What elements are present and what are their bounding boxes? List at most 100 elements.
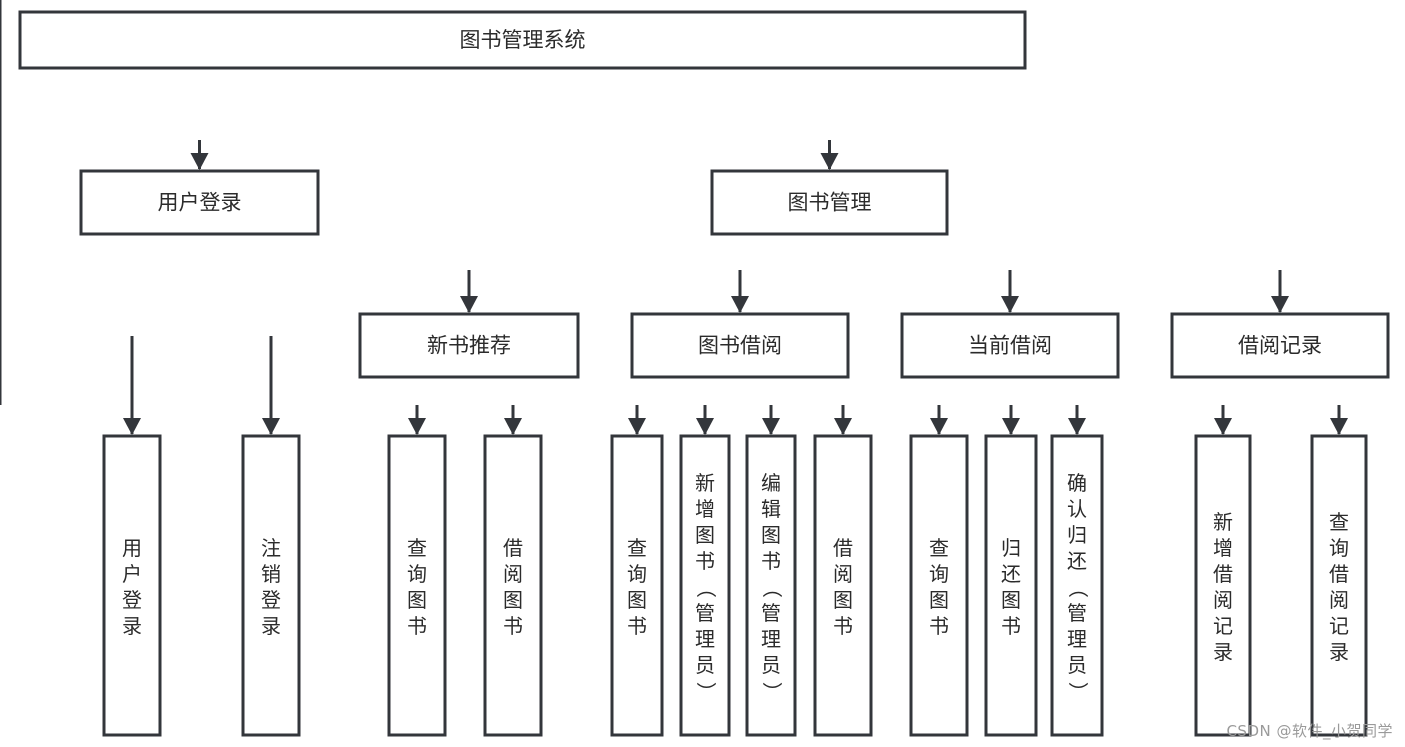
svg-text:图: 图 [1001,588,1021,612]
svg-text:注: 注 [261,536,281,560]
svg-text:书: 书 [1001,614,1021,638]
arrow-head-icon [408,418,426,435]
node-label-current-borrow: 当前借阅 [968,334,1052,358]
svg-text:询: 询 [407,562,427,586]
svg-text:查: 查 [407,536,427,560]
node-box-new-book-recommend[interactable] [358,312,580,379]
svg-text:借: 借 [1329,562,1349,586]
arrow-head-icon [1214,418,1232,435]
svg-text:用: 用 [122,536,142,560]
svg-text:询: 询 [627,562,647,586]
svg-text:登: 登 [261,588,281,612]
node-box-edit-book-admin[interactable] [745,434,797,737]
arrow-head-icon [190,153,209,170]
svg-text:新: 新 [695,471,715,495]
svg-text:（: （ [1066,578,1090,598]
arrow-head-icon [930,418,948,435]
arrow-head-icon [460,296,478,313]
svg-text:登: 登 [122,588,142,612]
svg-text:编: 编 [761,471,781,495]
node-label-layer: 图书管理系统用户登录图书管理用户登录注销登录新书推荐查询图书借阅图书图书借阅查询… [122,28,1349,702]
svg-text:录: 录 [122,614,142,638]
node-box-borrow-book-1[interactable] [483,434,543,737]
node-label-book-borrow: 图书借阅 [698,334,782,358]
connector-layer [0,0,1348,435]
node-box-add-book-admin[interactable] [679,434,731,737]
svg-text:书: 书 [407,614,427,638]
svg-text:）: ） [760,682,784,702]
node-box-query-book-3[interactable] [909,434,969,737]
svg-text:（: （ [694,578,718,598]
svg-text:增: 增 [1213,536,1233,560]
node-box-add-borrow-record[interactable] [1194,434,1252,737]
node-label-root: 图书管理系统 [460,28,586,52]
arrow-head-icon [1068,418,1086,435]
svg-text:图: 图 [627,588,647,612]
node-box-layer [18,10,1390,737]
arrow-head-icon [504,418,522,435]
arrow-head-icon [262,418,280,435]
svg-text:理: 理 [761,627,781,651]
svg-text:借: 借 [503,536,523,560]
node-box-user-login[interactable] [79,169,320,236]
svg-text:图: 图 [407,588,427,612]
svg-text:还: 还 [1067,549,1087,573]
svg-text:新: 新 [1213,510,1233,534]
svg-text:书: 书 [929,614,949,638]
node-box-borrow-book-2[interactable] [813,434,873,737]
arrow-head-icon [762,418,780,435]
node-box-current-borrow[interactable] [900,312,1120,379]
svg-text:员: 员 [1067,653,1087,677]
svg-text:书: 书 [833,614,853,638]
node-box-return-book[interactable] [984,434,1038,737]
svg-text:确: 确 [1067,471,1087,495]
svg-text:认: 认 [1067,497,1087,521]
svg-text:增: 增 [695,497,715,521]
arrow-head-icon [628,418,646,435]
svg-text:理: 理 [1067,627,1087,651]
svg-text:书: 书 [695,549,715,573]
svg-text:员: 员 [761,653,781,677]
arrow-head-icon [123,418,141,435]
svg-text:询: 询 [929,562,949,586]
node-box-user-login-leaf[interactable] [102,434,162,737]
arrow-head-icon [1271,296,1289,313]
svg-text:）: ） [694,682,718,702]
arrow-head-icon [820,153,839,170]
arrow-head-icon [1330,418,1348,435]
svg-text:记: 记 [1329,614,1349,638]
svg-text:图: 图 [695,523,715,547]
svg-text:阅: 阅 [1213,588,1233,612]
svg-text:图: 图 [929,588,949,612]
node-box-user-logout-leaf[interactable] [241,434,301,737]
node-label-new-book-recommend: 新书推荐 [427,334,511,358]
node-box-book-management[interactable] [710,169,949,236]
svg-text:户: 户 [122,562,142,586]
svg-text:管: 管 [695,601,715,625]
svg-text:阅: 阅 [503,562,523,586]
arrow-head-icon [834,418,852,435]
svg-text:查: 查 [929,536,949,560]
svg-text:图: 图 [761,523,781,547]
node-box-root[interactable] [18,10,1027,70]
node-label-book-management: 图书管理 [788,191,872,215]
node-box-confirm-return-admin[interactable] [1050,434,1104,737]
svg-text:书: 书 [761,549,781,573]
svg-text:借: 借 [833,536,853,560]
node-box-query-borrow-record[interactable] [1310,434,1368,737]
node-box-borrow-record[interactable] [1170,312,1390,379]
svg-text:图: 图 [833,588,853,612]
node-box-query-book-2[interactable] [610,434,664,737]
svg-text:书: 书 [627,614,647,638]
svg-text:录: 录 [1213,640,1233,664]
svg-text:管: 管 [761,601,781,625]
node-box-query-book-1[interactable] [387,434,447,737]
node-box-book-borrow[interactable] [630,312,850,379]
